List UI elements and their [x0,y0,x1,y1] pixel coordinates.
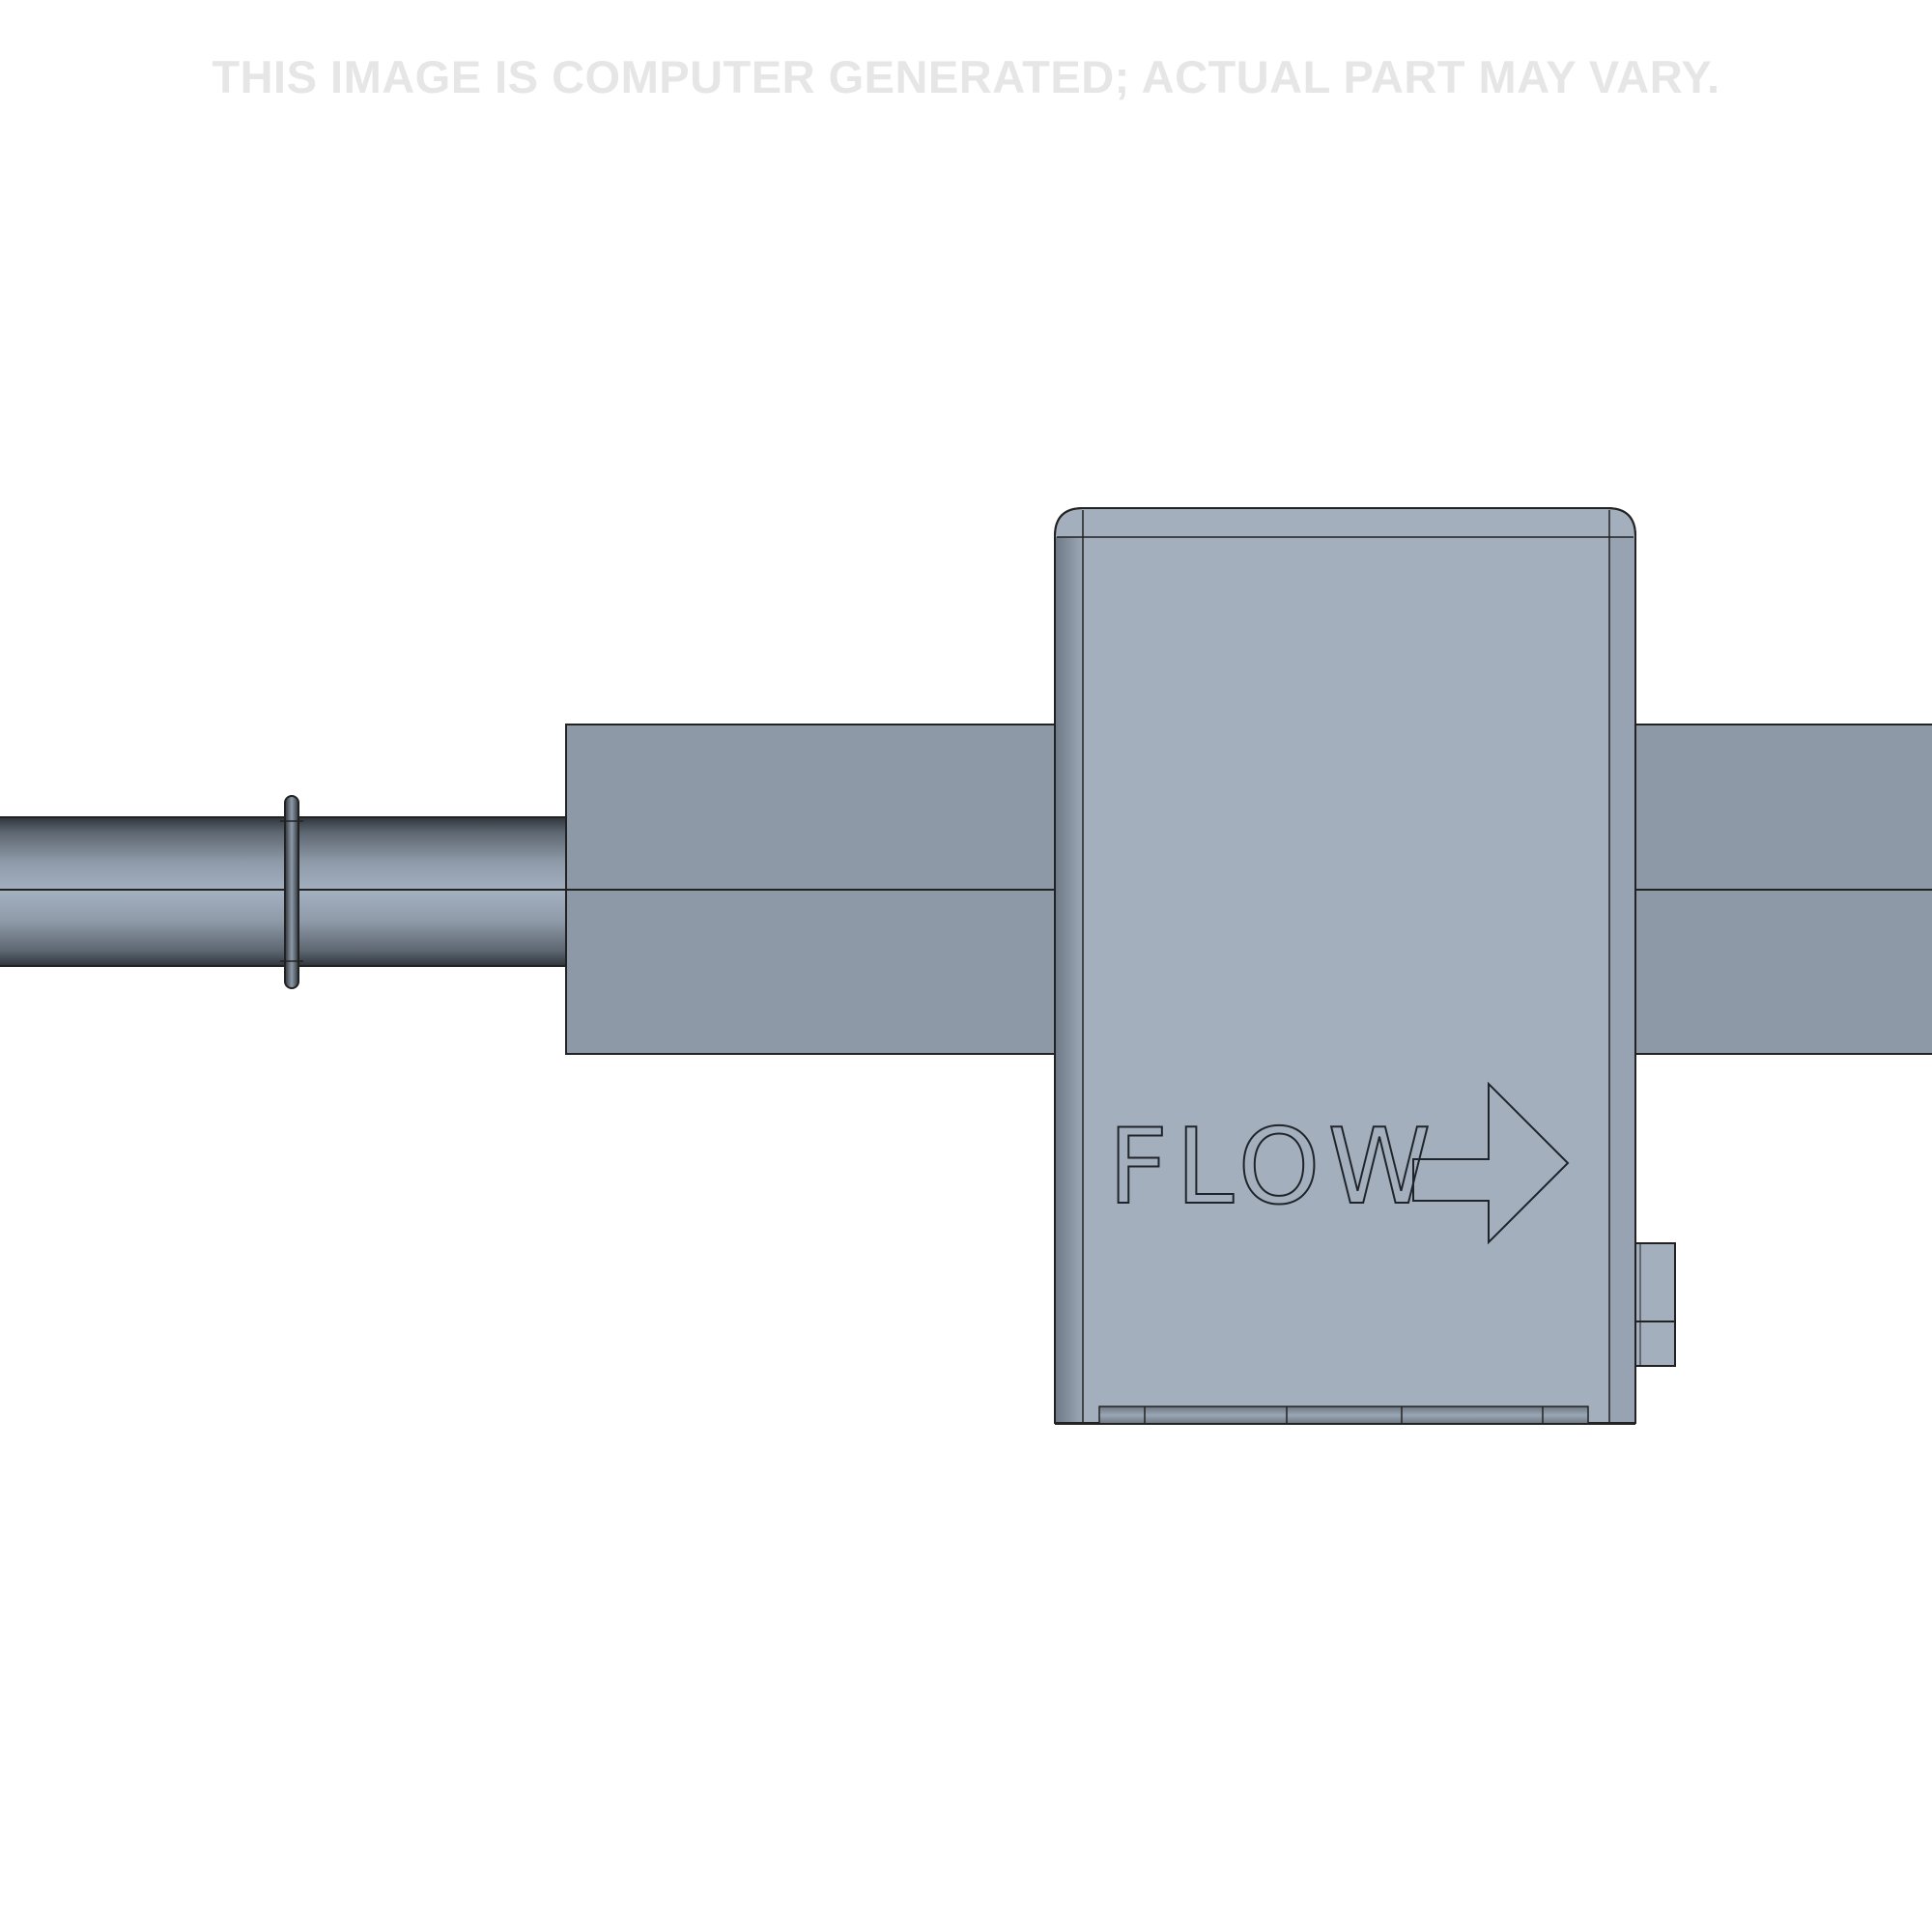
disclaimer-watermark: THIS IMAGE IS COMPUTER GENERATED; ACTUAL… [212,51,1720,102]
arrow-right-outline-icon [1412,1081,1570,1245]
flow-marking: FLOW [1108,1107,1438,1228]
inlet-tube [0,816,568,967]
outlet-body-block [1632,724,1932,1055]
tube-bead [280,795,303,989]
side-tab [1632,1242,1676,1367]
inlet-body-block [565,724,1056,1055]
housing-bottom-strip [1055,1406,1635,1425]
flow-housing: FLOW [1054,507,1636,1425]
